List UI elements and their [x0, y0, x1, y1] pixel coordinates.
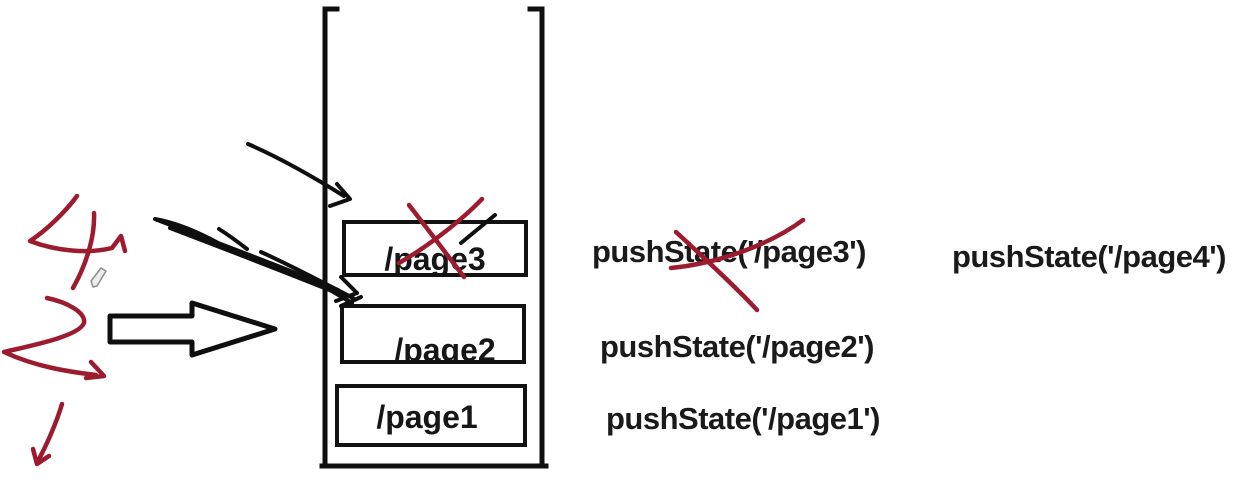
stack-entry-label: /page3: [384, 241, 486, 277]
handwritten-digit-2-arrow: [1, 295, 107, 381]
hand-drawn-arrow-top: [246, 142, 352, 208]
red-down-arrow: [30, 401, 65, 467]
pushstate-call-page4: pushState('/page4'): [952, 239, 1226, 274]
scribble-arrow: [153, 217, 363, 308]
stack-entry-page3: /page3: [342, 220, 528, 277]
pushstate-call-page1: pushState('/page1'): [606, 401, 880, 436]
stack-entry-label: /page1: [376, 399, 478, 435]
pushstate-call-page3: pushState('/page3'): [592, 234, 866, 269]
stack-entry-label: /page2: [394, 332, 496, 364]
pushstate-call-page2: pushState('/page2'): [600, 329, 874, 364]
pencil-cursor-icon: [90, 267, 107, 288]
block-arrow-icon: [107, 300, 278, 358]
stack-entry-page2: /page2: [340, 304, 526, 364]
stack-entry-page1: /page1: [335, 384, 527, 447]
handwritten-digit-4: [27, 193, 128, 291]
